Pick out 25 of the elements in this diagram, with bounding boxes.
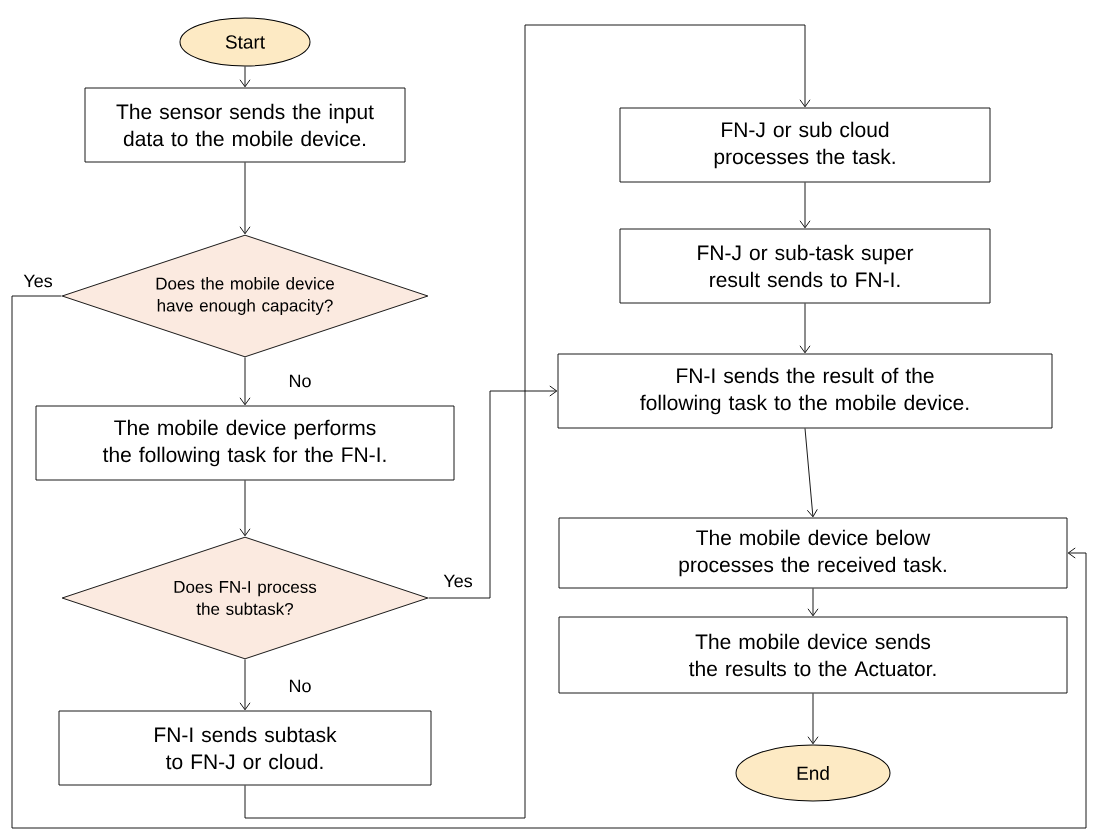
arrow xyxy=(799,303,811,354)
arrow xyxy=(239,480,251,537)
process-box: The mobile device below processes the received task. xyxy=(558,517,1068,589)
arrow xyxy=(11,295,1087,829)
process-box: The mobile device sends the results to the Actuator. xyxy=(558,616,1068,694)
arrow xyxy=(807,588,819,617)
process-box: The sensor sends the input data to the mobile device. xyxy=(84,87,406,163)
arrow xyxy=(807,693,819,745)
process-box: FN-J or sub cloud processes the task. xyxy=(619,107,991,183)
arrow xyxy=(428,385,558,599)
arrow xyxy=(799,182,811,229)
edge-label: Yes xyxy=(442,573,474,589)
process-box: The mobile device performs the following task for the FN-I. xyxy=(35,405,455,481)
arrow xyxy=(239,162,251,235)
arrow xyxy=(239,357,251,406)
edge-label: No xyxy=(287,678,313,694)
edge-label: No xyxy=(287,373,313,389)
arrow xyxy=(804,428,818,518)
process-box: FN-I sends the result of the following task to the mobile device. xyxy=(557,353,1053,429)
edge-label: Yes xyxy=(22,273,54,289)
process-box: FN-J or sub-task super result sends to FN-I. xyxy=(619,228,991,304)
arrow xyxy=(244,24,811,819)
arrow xyxy=(239,659,251,711)
process-box: FN-I sends subtask to FN-J or cloud. xyxy=(58,710,432,786)
arrow xyxy=(239,66,251,88)
